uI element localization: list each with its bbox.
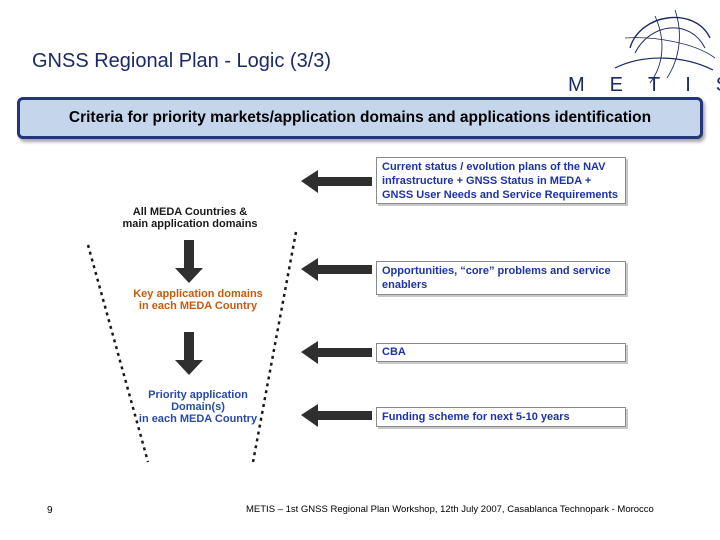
- left-arrow-icon: [301, 341, 372, 364]
- criteria-nav-status-line-1: Current status / evolution plans of the …: [382, 161, 606, 173]
- left-arrow-icon: [301, 170, 372, 193]
- criteria-banner-text: Criteria for priority markets/applicatio…: [68, 109, 652, 126]
- footer-text: METIS – 1st GNSS Regional Plan Workshop,…: [246, 504, 654, 515]
- funnel-left-edge: [86, 244, 150, 463]
- stage-priority-domains: Priority application Domain(s) in each M…: [118, 389, 278, 425]
- stage-priority-domains-line-2: Domain(s): [171, 401, 225, 413]
- stage-key-domains: Key application domains in each MEDA Cou…: [118, 288, 278, 312]
- criteria-box-nav-status: [376, 157, 626, 204]
- stage-priority-domains-line-3: in each MEDA Country: [138, 413, 258, 425]
- metis-logo-swirl-icon: [614, 9, 715, 84]
- page-number: 9: [47, 505, 53, 516]
- stage-all-countries-line-1: All MEDA Countries &: [132, 206, 248, 218]
- funnel-right-edge: [251, 231, 298, 463]
- criteria-box-funding: [376, 407, 626, 427]
- slide-title: GNSS Regional Plan - Logic (3/3): [32, 50, 332, 72]
- down-arrow-icon: [175, 240, 203, 283]
- stage-key-domains-line-2: in each MEDA Country: [138, 300, 258, 312]
- criteria-opportunities-line-2: enablers: [382, 279, 428, 291]
- left-arrow-icon: [301, 258, 372, 281]
- criteria-nav-status-line-3: GNSS User Needs and Service Requirements: [382, 189, 618, 201]
- stage-all-countries: All MEDA Countries & main application do…: [110, 206, 270, 230]
- metis-logo-text: METIS: [568, 74, 720, 96]
- criteria-banner: [17, 97, 703, 139]
- criteria-opportunities-line-1: Opportunities, “core” problems and servi…: [382, 265, 611, 277]
- left-arrow-icon: [301, 404, 372, 427]
- stage-all-countries-line-2: main application domains: [122, 218, 258, 230]
- criteria-box-opportunities: [376, 261, 626, 295]
- criteria-box-cba: [376, 343, 626, 362]
- down-arrow-icon: [175, 332, 203, 375]
- criteria-funding-line-1: Funding scheme for next 5-10 years: [382, 411, 570, 423]
- stage-priority-domains-line-1: Priority application: [148, 389, 248, 401]
- criteria-cba-line-1: CBA: [382, 346, 406, 358]
- stage-key-domains-line-1: Key application domains: [133, 288, 263, 300]
- criteria-nav-status-line-2: infrastructure + GNSS Status in MEDA +: [382, 175, 592, 187]
